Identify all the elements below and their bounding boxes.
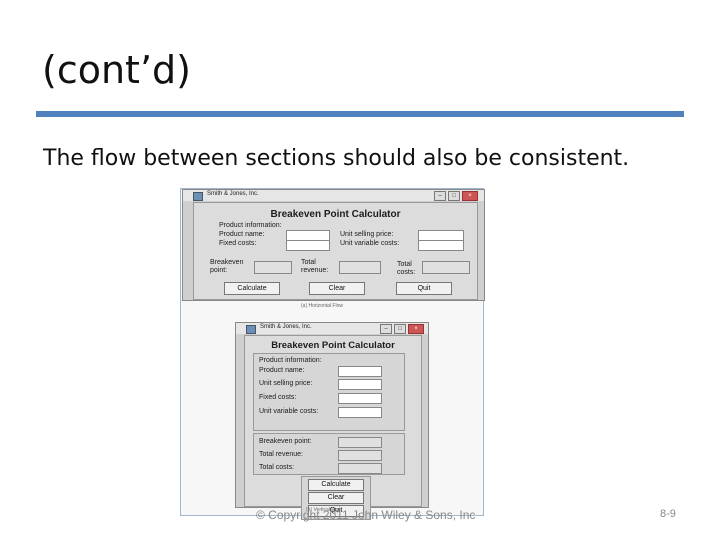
calculate-button[interactable]: Calculate xyxy=(224,282,280,295)
product-info-label: Product information: xyxy=(259,357,322,364)
total-revenue-output xyxy=(339,261,381,274)
vertical-flow-window: Smith & Jones, Inc. – □ × Breakeven Poin… xyxy=(235,322,429,520)
window-title: Smith & Jones, Inc. xyxy=(260,324,312,330)
breakeven-label-line-1: Breakeven xyxy=(210,259,244,266)
unit-variable-costs-label: Unit variable costs: xyxy=(340,240,400,247)
window-titlebar: Smith & Jones, Inc. – □ × xyxy=(183,190,484,201)
figure-frame: Smith & Jones, Inc. – □ × Breakeven Poin… xyxy=(180,188,485,520)
close-icon[interactable]: × xyxy=(408,324,424,334)
unit-selling-price-label: Unit selling price: xyxy=(340,231,394,238)
calculate-button[interactable]: Calculate xyxy=(308,479,364,491)
total-costs-label: Total costs: xyxy=(397,261,415,277)
total-revenue-output xyxy=(338,450,382,461)
fixed-costs-input[interactable] xyxy=(338,393,382,404)
unit-variable-costs-label: Unit variable costs: xyxy=(259,408,319,415)
slide-subtitle: The flow between sections should also be… xyxy=(43,146,630,171)
window-controls: – □ × xyxy=(380,324,424,334)
unit-variable-costs-input[interactable] xyxy=(338,407,382,418)
calculator-form: Breakeven Point Calculator Product infor… xyxy=(193,202,478,300)
calculator-heading: Breakeven Point Calculator xyxy=(270,209,401,220)
horizontal-flow-window: Smith & Jones, Inc. – □ × Breakeven Poin… xyxy=(182,189,485,301)
maximize-icon[interactable]: □ xyxy=(394,324,406,334)
window-title: Smith & Jones, Inc. xyxy=(207,191,259,197)
slide-title: (cont’d) xyxy=(42,48,191,92)
window-titlebar: Smith & Jones, Inc. – □ × xyxy=(236,323,428,334)
title-divider xyxy=(36,111,684,117)
total-costs-label-line-1: Total xyxy=(397,261,412,268)
quit-button[interactable]: Quit xyxy=(308,505,364,517)
unit-variable-costs-input[interactable] xyxy=(418,240,464,251)
maximize-icon[interactable]: □ xyxy=(448,191,460,201)
breakeven-point-output xyxy=(338,437,382,448)
vertical-flow-caption: (b) Vertical Flow xyxy=(306,507,342,513)
horizontal-flow-caption: (a) Horizontal Flow xyxy=(301,303,343,309)
results-group: Breakeven point: Total revenue: Total co… xyxy=(253,433,405,475)
product-name-label: Product name: xyxy=(259,367,305,374)
breakeven-point-output xyxy=(254,261,292,274)
unit-selling-price-label: Unit selling price: xyxy=(259,380,313,387)
product-info-label: Product information: xyxy=(219,222,282,229)
total-revenue-label: Total revenue: xyxy=(259,451,303,458)
total-revenue-label-line-1: Total xyxy=(301,259,316,266)
page-number: 8-9 xyxy=(660,508,676,520)
fixed-costs-label: Fixed costs: xyxy=(219,240,257,247)
total-revenue-label: Total revenue: xyxy=(301,259,328,275)
app-icon xyxy=(193,192,203,201)
fixed-costs-label: Fixed costs: xyxy=(259,394,297,401)
product-info-group: Product information: Product name: Unit … xyxy=(253,353,405,431)
calculator-heading: Breakeven Point Calculator xyxy=(271,340,395,351)
quit-button[interactable]: Quit xyxy=(396,282,452,295)
close-icon[interactable]: × xyxy=(462,191,478,201)
minimize-icon[interactable]: – xyxy=(380,324,392,334)
clear-button[interactable]: Clear xyxy=(308,492,364,504)
button-group: Calculate Clear Quit xyxy=(301,476,371,520)
window-controls: – □ × xyxy=(434,191,478,201)
app-icon xyxy=(246,325,256,334)
breakeven-point-label: Breakeven point: xyxy=(210,259,243,275)
total-revenue-label-line-2: revenue: xyxy=(301,267,329,274)
breakeven-label-line-2: point: xyxy=(210,267,228,274)
product-name-label: Product name: xyxy=(219,231,265,238)
fixed-costs-input[interactable] xyxy=(286,240,330,251)
total-costs-output xyxy=(338,463,382,474)
calculator-form: Breakeven Point Calculator Product infor… xyxy=(244,335,422,520)
total-costs-label-line-2: costs: xyxy=(397,269,416,276)
product-name-input[interactable] xyxy=(338,366,382,377)
clear-button[interactable]: Clear xyxy=(309,282,365,295)
copyright-footer: © Copyright 2011 John Wiley & Sons, Inc xyxy=(256,508,476,522)
total-costs-label: Total costs: xyxy=(259,464,295,471)
unit-selling-price-input[interactable] xyxy=(338,379,382,390)
breakeven-point-label: Breakeven point: xyxy=(259,438,312,445)
total-costs-output xyxy=(422,261,470,274)
minimize-icon[interactable]: – xyxy=(434,191,446,201)
